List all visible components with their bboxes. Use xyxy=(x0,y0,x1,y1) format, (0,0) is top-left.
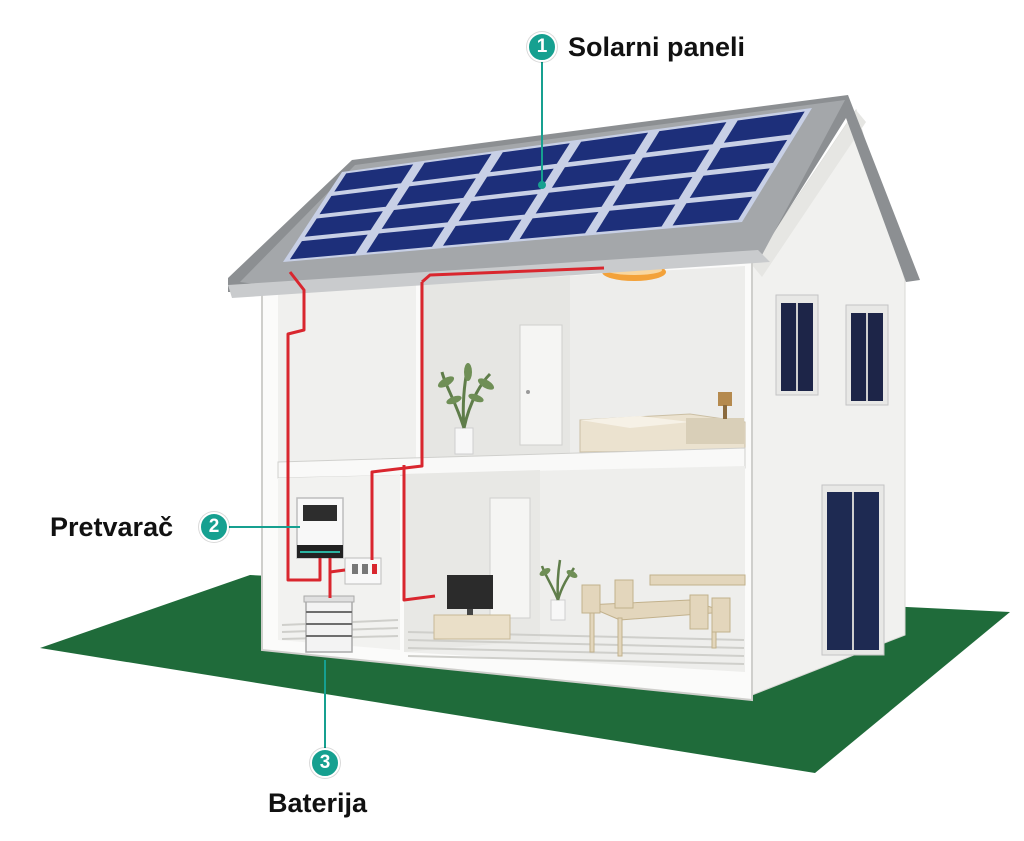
gable-trim xyxy=(752,110,866,277)
inverter-label: Pretvarač xyxy=(50,512,174,542)
dining-set xyxy=(581,574,746,657)
solar-panel xyxy=(706,139,788,171)
solar-panel xyxy=(381,202,461,229)
solar-panel xyxy=(458,194,538,222)
distribution-box xyxy=(344,557,382,585)
solar-panel xyxy=(551,159,632,188)
solar-panel xyxy=(535,185,615,214)
wire-lamp xyxy=(421,266,605,284)
solar-panel xyxy=(366,227,445,253)
solar-panel xyxy=(629,149,710,180)
callout-badge-2: 2 xyxy=(199,512,229,542)
solar-panels-label: Solarni paneli xyxy=(568,32,746,62)
lower-plant xyxy=(539,559,578,621)
wire-upper-riser xyxy=(370,282,424,560)
upper-room-door xyxy=(519,324,563,446)
solar-panel xyxy=(304,211,383,237)
solar-panel xyxy=(689,168,770,198)
solar-panel xyxy=(443,219,522,246)
solar-panel xyxy=(596,204,676,233)
solar-panel-array xyxy=(283,108,812,262)
solar-panel xyxy=(397,178,476,206)
wiring xyxy=(286,266,605,602)
solar-panel xyxy=(319,187,399,215)
battery-label: Baterija xyxy=(268,788,368,818)
lower-room-door xyxy=(489,497,531,619)
solar-panel xyxy=(474,168,554,197)
solar-panel xyxy=(490,143,570,173)
solar-panel xyxy=(672,196,753,226)
upper-left-room xyxy=(278,284,416,466)
solar-panel xyxy=(612,176,693,206)
solar-panel xyxy=(519,211,599,240)
callout-leaders xyxy=(228,60,546,750)
solar-panel xyxy=(646,122,727,153)
battery-stack xyxy=(303,595,355,653)
solar-panel xyxy=(289,234,368,260)
tv-set xyxy=(433,575,511,640)
solar-panel xyxy=(412,153,492,182)
wire-panel-to-inverter xyxy=(286,271,322,582)
bedroom-furniture xyxy=(579,392,746,453)
solar-panel xyxy=(723,111,805,143)
solar-panel xyxy=(568,132,649,163)
wire-to-tv xyxy=(402,465,436,602)
callout-badge-1: 1 xyxy=(527,32,557,62)
upper-plant xyxy=(437,363,495,455)
inverter-unit xyxy=(296,497,344,559)
solar-panel xyxy=(334,164,414,192)
callout-badge-3: 3 xyxy=(310,748,340,778)
